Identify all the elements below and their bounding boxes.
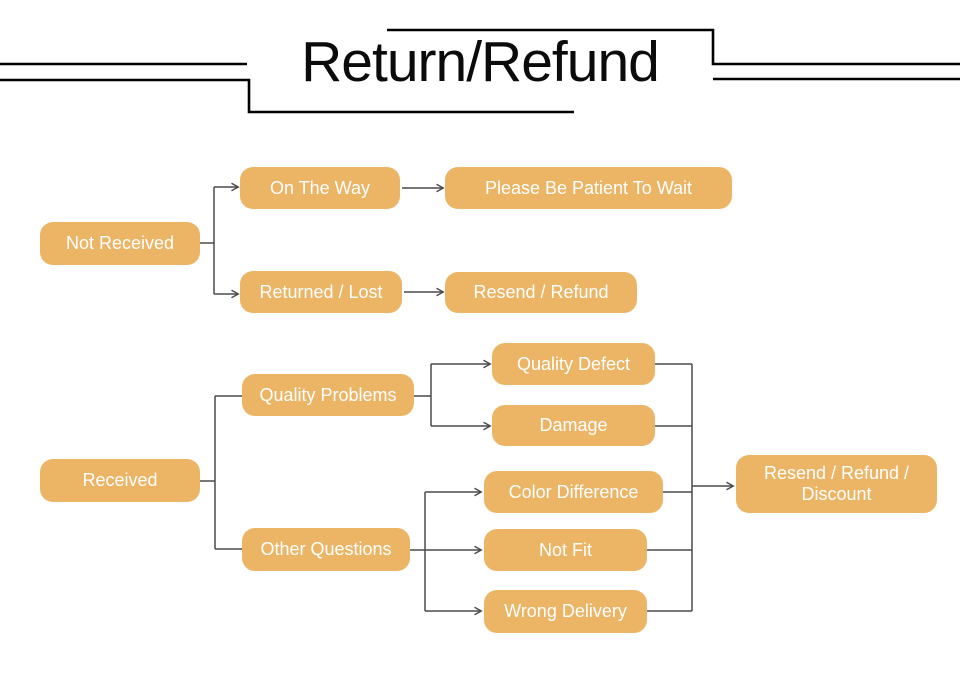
node-damage: Damage xyxy=(492,405,655,446)
node-received: Received xyxy=(40,459,200,502)
node-on-the-way: On The Way xyxy=(240,167,400,209)
node-color-difference: Color Difference xyxy=(484,471,663,513)
node-returned-lost: Returned / Lost xyxy=(240,271,402,313)
frame-line-left-underline xyxy=(0,78,574,114)
node-resend-refund-discount: Resend / Refund / Discount xyxy=(736,455,937,513)
node-resend-refund: Resend / Refund xyxy=(445,272,637,313)
node-other-questions: Other Questions xyxy=(242,528,410,571)
node-not-fit: Not Fit xyxy=(484,529,647,571)
node-quality-defect: Quality Defect xyxy=(492,343,655,385)
node-not-received: Not Received xyxy=(40,222,200,265)
page-title: Return/Refund xyxy=(301,30,660,94)
node-quality-problems: Quality Problems xyxy=(242,374,414,416)
node-please-be-patient: Please Be Patient To Wait xyxy=(445,167,732,209)
node-wrong-delivery: Wrong Delivery xyxy=(484,590,647,633)
frame-line-top-right xyxy=(387,28,960,66)
